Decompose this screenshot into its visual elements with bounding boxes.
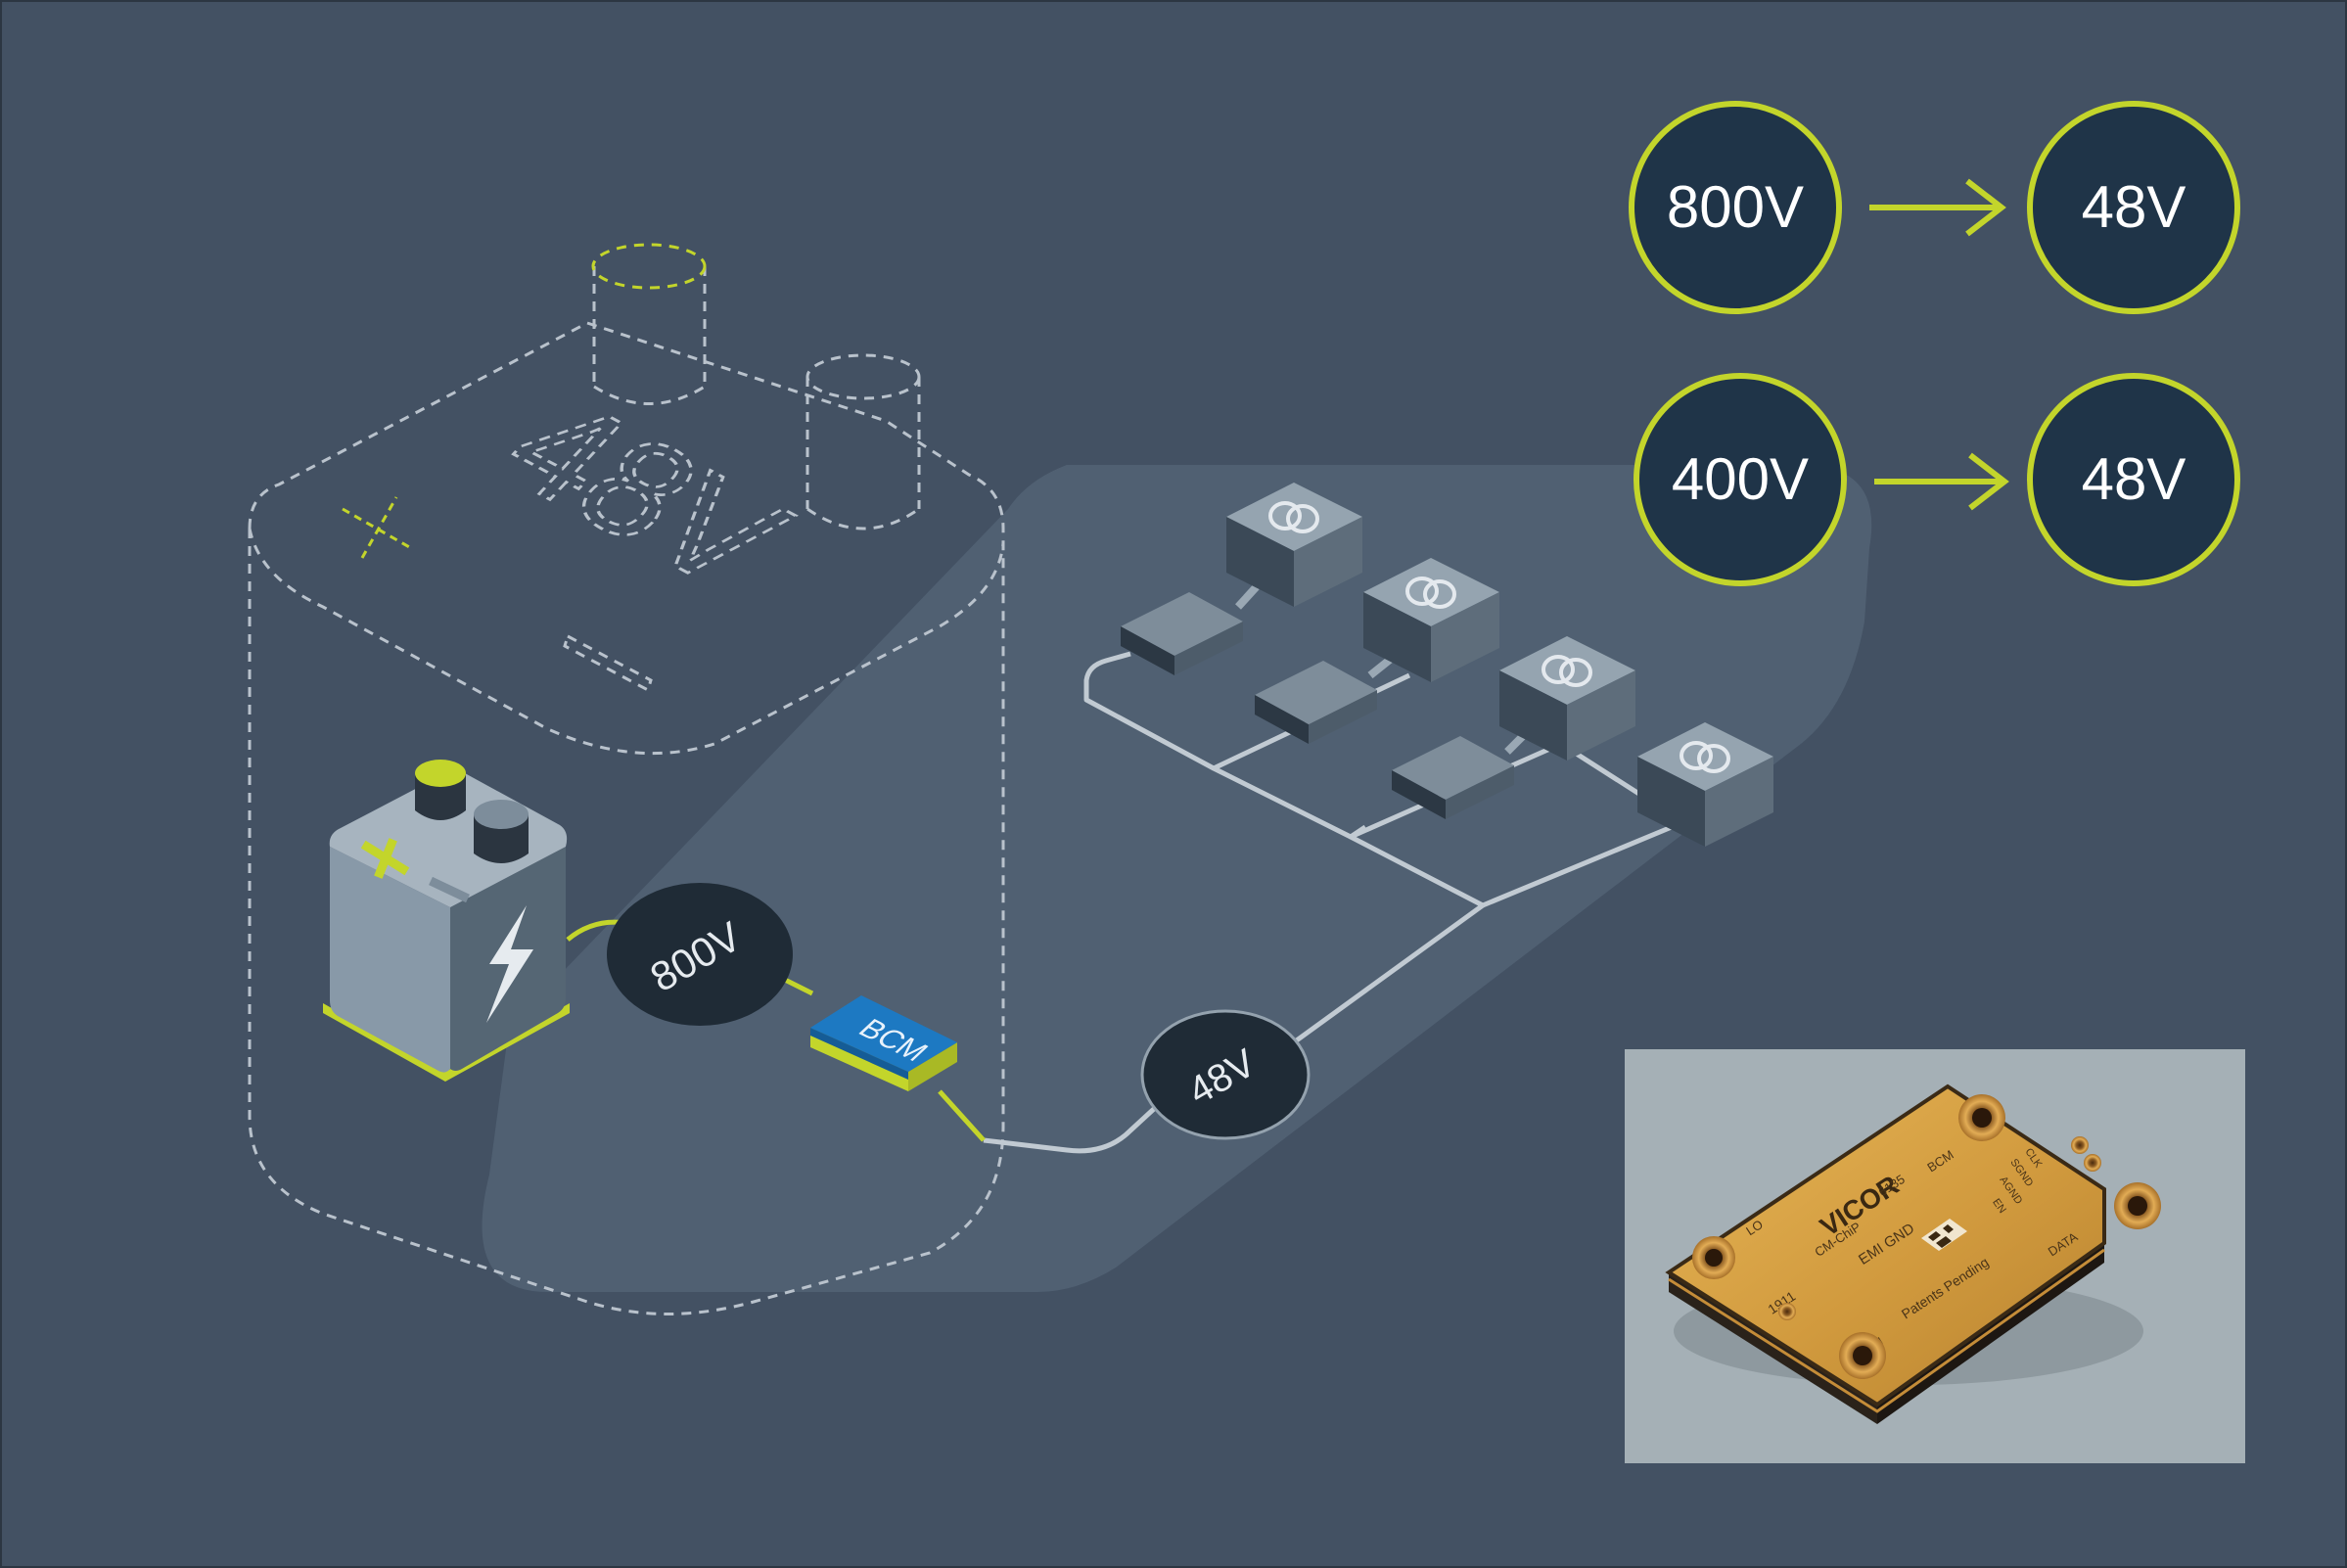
transformer-cube-3 [1499,636,1635,761]
lv-badge: 48V [1140,1009,1311,1140]
product-photo: VICOR EMI GND CM-ChiP 6135 BCM 1911 Pate… [1625,1049,2245,1463]
transformer-icon [1680,741,1730,773]
transformer-icon [1268,501,1319,533]
bcm-module: BCM [810,995,957,1091]
conversion-row-1: 800V 48V [1629,101,2240,314]
transformer-cube-2 [1363,558,1499,682]
converter-module-1 [1121,592,1243,675]
battery-minus-icon [429,876,470,903]
screw-icon [1692,1236,1735,1279]
conversion-2-to: 48V [2082,446,2186,512]
ghost-battery-label: 48V [472,370,818,617]
data-matrix-code [1921,1219,1967,1251]
lightning-bolt-icon [486,905,533,1023]
transformer-cube-1 [1226,483,1362,607]
transformer-icon [1542,655,1592,687]
screw-icon [1958,1094,2005,1141]
ghost-battery [248,266,1005,1315]
screw-icon [1839,1332,1886,1379]
conversion-1-from: 800V [1667,174,1804,240]
battery-positive-terminal [415,760,466,787]
battery-plus-icon [360,838,410,879]
ghost-positive-terminal [591,243,707,290]
battery [323,760,570,1082]
arrow-right-icon [1965,178,2006,237]
converter-module-2 [1255,661,1377,744]
hv-badge: 800V [607,883,793,1026]
pin-icon [1778,1136,2101,1320]
conversion-1-to: 48V [2082,174,2186,240]
transformer-cube-4 [1637,722,1773,847]
arrow-right-icon [1968,452,2009,511]
ghost-plus-icon [342,496,412,559]
screw-icon [2114,1182,2161,1229]
transformer-icon [1405,576,1456,609]
chip-top [1669,1086,2104,1405]
conversion-row-2: 400V 48V [1634,373,2240,586]
battery-negative-terminal [474,800,529,829]
conversion-2-from: 400V [1672,446,1809,512]
converter-module-3 [1392,736,1514,819]
